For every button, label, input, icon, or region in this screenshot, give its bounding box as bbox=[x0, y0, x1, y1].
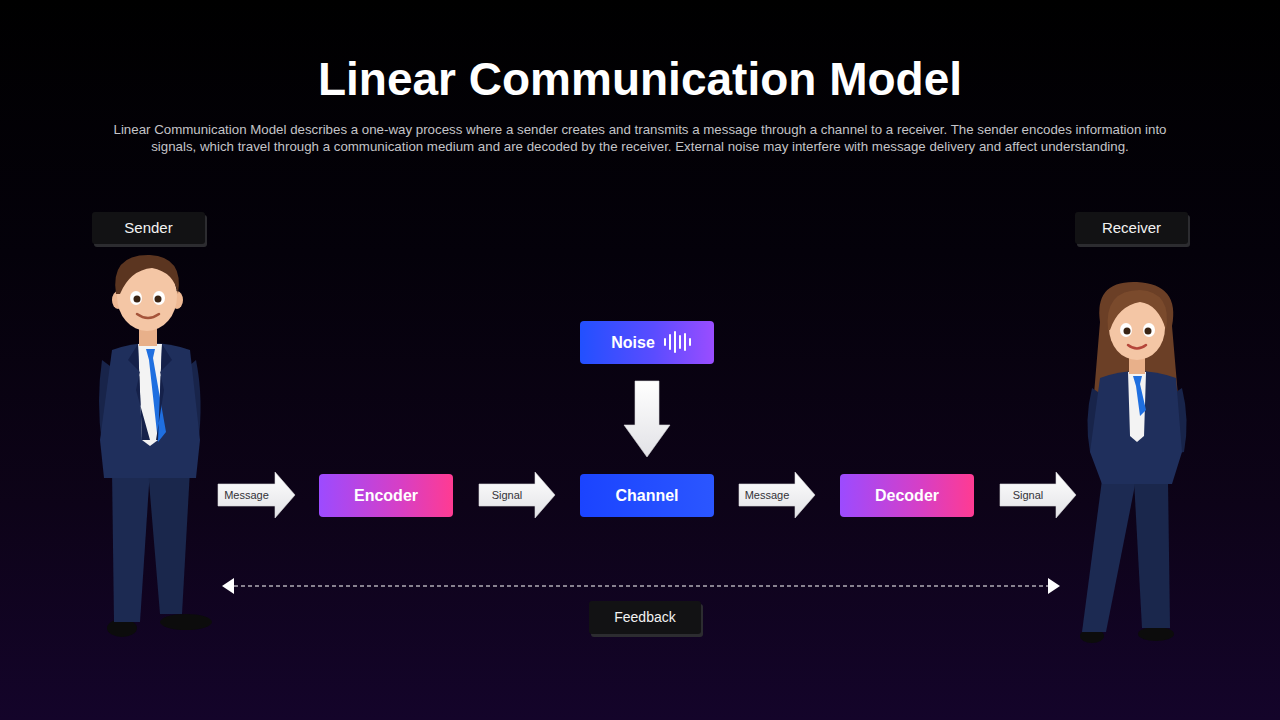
wave-bar bbox=[664, 338, 666, 346]
wave-bar bbox=[684, 333, 686, 351]
node-text: Encoder bbox=[354, 486, 418, 505]
node-text: Noise bbox=[611, 333, 683, 352]
arrow-head bbox=[1048, 578, 1060, 594]
node-text: Channel bbox=[615, 486, 678, 505]
wave-bar bbox=[689, 338, 691, 346]
node-text: Feedback bbox=[614, 609, 675, 626]
shirt bbox=[1128, 372, 1146, 442]
role-label: Sender bbox=[92, 212, 205, 244]
arrow-label: Message bbox=[224, 489, 269, 502]
node-text: Decoder bbox=[875, 486, 939, 505]
process-box: Encoder bbox=[319, 474, 453, 517]
hair bbox=[115, 255, 179, 294]
wave-bar bbox=[669, 334, 671, 350]
sound-wave-icon bbox=[664, 331, 691, 353]
block-arrow bbox=[479, 472, 555, 518]
process-box: Decoder bbox=[840, 474, 974, 517]
arrow-shape bbox=[739, 472, 815, 518]
wave-bar bbox=[679, 335, 681, 349]
leg bbox=[148, 470, 190, 614]
arrow-shape bbox=[624, 381, 670, 457]
lapel bbox=[156, 344, 172, 440]
pupil bbox=[1124, 328, 1131, 335]
arrow-head bbox=[222, 578, 234, 594]
pupil bbox=[155, 296, 162, 303]
slide-caption: Linear Communication Model describes a o… bbox=[100, 121, 1180, 155]
pupil bbox=[1145, 328, 1152, 335]
arrow-label: Signal bbox=[492, 489, 523, 502]
slide-title: Linear Communication Model bbox=[0, 50, 1280, 108]
eye bbox=[130, 291, 142, 305]
block-arrow bbox=[218, 472, 295, 518]
lapel bbox=[128, 344, 150, 440]
feedback-box: Feedback bbox=[589, 601, 701, 634]
arrow-label: Message bbox=[745, 489, 790, 502]
shoe bbox=[160, 614, 212, 630]
pupil bbox=[134, 296, 141, 303]
shoe bbox=[1138, 627, 1174, 641]
leg bbox=[112, 470, 150, 622]
feedback-line bbox=[222, 578, 1060, 594]
block-arrow bbox=[1000, 472, 1076, 518]
role-label: Receiver bbox=[1075, 212, 1188, 244]
eye bbox=[153, 291, 165, 305]
tie bbox=[1133, 376, 1146, 416]
arrow-shape bbox=[479, 472, 555, 518]
eye bbox=[1120, 323, 1132, 337]
receiver-figure bbox=[1080, 282, 1187, 643]
channel-box: Channel bbox=[580, 474, 714, 517]
block-arrow bbox=[624, 381, 670, 457]
leg bbox=[1082, 480, 1136, 632]
block-arrow bbox=[739, 472, 815, 518]
arrow-shape bbox=[218, 472, 295, 518]
actor-region: Sender bbox=[92, 212, 215, 645]
smile bbox=[137, 314, 159, 318]
leg bbox=[1134, 480, 1170, 628]
jacket bbox=[100, 343, 200, 478]
actor-region: Receiver bbox=[1075, 212, 1188, 645]
jacket bbox=[1090, 371, 1182, 484]
wave-bar bbox=[674, 331, 676, 353]
dashed-line bbox=[234, 585, 1048, 586]
eye bbox=[1143, 323, 1155, 337]
hair-bangs bbox=[1108, 290, 1167, 330]
noise-box: Noise bbox=[580, 321, 714, 364]
smile bbox=[1128, 345, 1146, 349]
sender-figure bbox=[99, 255, 212, 637]
arrow-shape bbox=[1000, 472, 1076, 518]
arrow-label: Signal bbox=[1013, 489, 1044, 502]
